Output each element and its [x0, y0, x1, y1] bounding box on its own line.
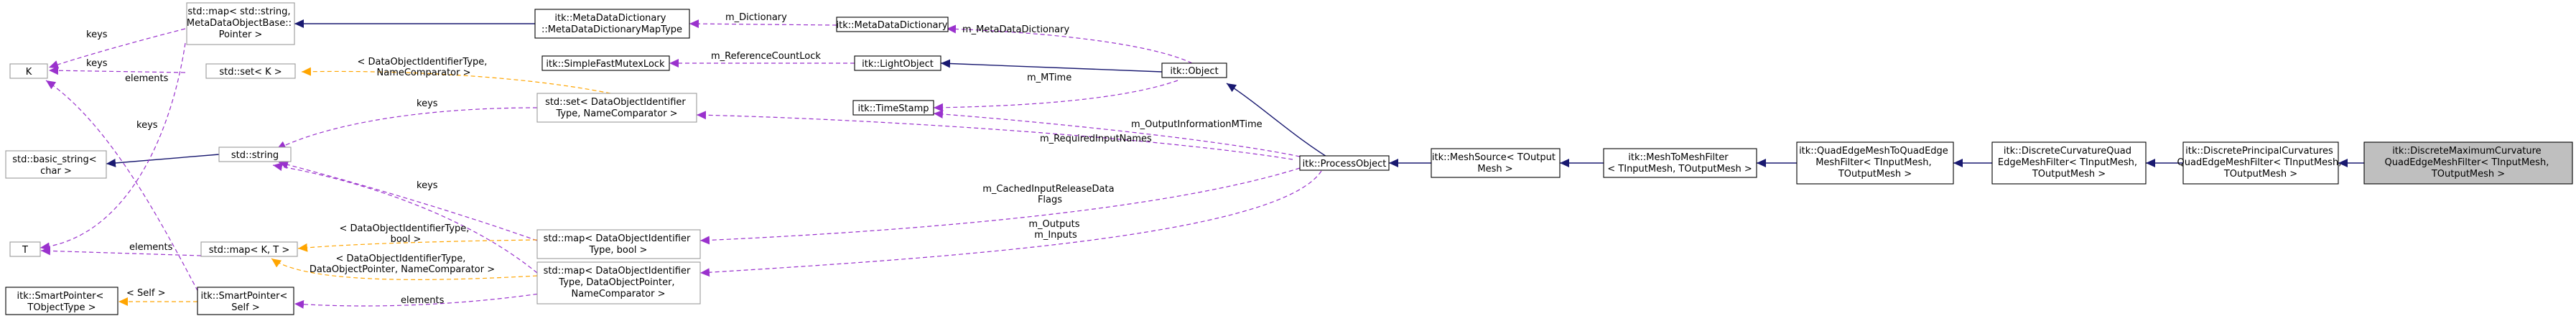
edge-cached-po-to-mapdoibool: [699, 167, 1301, 245]
svg-text:itk::Object: itk::Object: [1170, 66, 1218, 77]
node-meshtomeshfilter[interactable]: itk::MeshToMeshFilter < TInputMesh, TOut…: [1603, 148, 1757, 178]
edge-label-m-dictionary: m_Dictionary: [725, 12, 787, 23]
node-std-map-dataobjectidentifier-pointer[interactable]: std::map< DataObjectIdentifier Type, Dat…: [536, 261, 701, 305]
node-std-string[interactable]: std::string: [218, 147, 292, 162]
edges: [39, 19, 2364, 309]
svg-text:itk::ProcessObject: itk::ProcessObject: [1303, 159, 1387, 169]
edge-label-map-bool-template: < DataObjectIdentifierType, bool >: [339, 223, 472, 245]
node-std-set-k[interactable]: std::set< K >: [205, 63, 296, 79]
svg-text:T: T: [22, 245, 28, 256]
svg-text:std::map< DataObjectIdentifier: std::map< DataObjectIdentifier Type, boo…: [544, 233, 694, 256]
edge-label-m-cachedinputreleasedataflags: m_CachedInputReleaseData Flags: [982, 184, 1117, 205]
node-metadatadictionary-maptype[interactable]: itk::MetaDataDictionary ::MetaDataDictio…: [534, 9, 690, 39]
node-discretemaximumcurvaturequadedgemeshfilter[interactable]: itk::DiscreteMaximumCurvature QuadEdgeMe…: [2363, 141, 2573, 185]
node-std-set-dataobjectidentifier[interactable]: std::set< DataObjectIdentifier Type, Nam…: [536, 93, 697, 123]
svg-text:itk::MeshToMeshFilter: itk::MeshToMeshFilter < TInputMesh, TOut…: [1607, 152, 1752, 175]
edge-dictionary-mdd-to-maptype: [689, 19, 837, 29]
node-smartpointer-self[interactable]: itk::SmartPointer< Self >: [197, 287, 294, 315]
svg-text:itk::DiscretePrincipalCurvatur: itk::DiscretePrincipalCurvatures QuadEdg…: [2177, 146, 2345, 180]
edge-label-elements: elements: [401, 295, 445, 306]
edge-keys-setdoi-to-string: [276, 107, 538, 150]
edge-label-keys: keys: [417, 180, 438, 191]
node-meshsource[interactable]: itk::MeshSource< TOutput Mesh >: [1431, 148, 1561, 178]
edge-label-keys: keys: [86, 29, 108, 40]
edge-label-m-outputinformationmtime: m_OutputInformationMTime: [1131, 119, 1263, 130]
node-object[interactable]: itk::Object: [1161, 62, 1227, 78]
edge-elements-map-string-to-t: [39, 42, 186, 251]
edge-mtime-object-to-timestamp: [933, 80, 1178, 112]
edge-requiredinputs-po-to-setdoi: [696, 111, 1293, 160]
edge-keys-mapdoibool-to-string: [278, 160, 538, 241]
node-smartpointer-tobjecttype[interactable]: itk::SmartPointer< TObjectType >: [5, 287, 118, 315]
edge-elements-mapkt-to-t: [40, 246, 202, 256]
node-quadedgemeshtoquadedgemeshfilter[interactable]: itk::QuadEdgeMeshToQuadEdge MeshFilter< …: [1796, 141, 1954, 185]
node-k[interactable]: K: [9, 63, 48, 79]
edge-label-m-metadatadictionary: m_MetaDataDictionary: [962, 24, 1069, 35]
svg-text:itk::SmartPointer< TOb: itk::SmartPointer< TObjectType >: [17, 291, 107, 313]
node-std-basic-string[interactable]: std::basic_string< char >: [5, 150, 107, 179]
edge-label-keys: keys: [136, 120, 158, 131]
edge-tpl-setdoi-to-setk: [301, 67, 611, 94]
edge-label-m-referencecountlock: m_ReferenceCountLock: [711, 51, 821, 62]
node-metadatadictionary[interactable]: itk::MetaDataDictionary: [836, 17, 949, 32]
edge-elements-mapdoiptr-to-spself: [294, 290, 559, 309]
node-timestamp[interactable]: itk::TimeStamp: [852, 100, 934, 116]
svg-text:itk::SmartPointer< Sel: itk::SmartPointer< Self >: [201, 291, 291, 313]
svg-text:itk::DiscreteMaximumCurvature: itk::DiscreteMaximumCurvature QuadEdgeMe…: [2385, 146, 2552, 180]
node-discreteprincipalcurvaturesquadedgemeshfilter[interactable]: itk::DiscretePrincipalCurvatures QuadEdg…: [2177, 141, 2345, 185]
svg-text:std::map< std::string,: std::map< std::string, MetaDataObjectBas…: [187, 6, 294, 40]
edge-label-m-requiredinputnames: m_RequiredInputNames: [1040, 134, 1152, 144]
node-std-map-string-metadataobjectbase[interactable]: std::map< std::string, MetaDataObjectBas…: [186, 2, 295, 45]
edge-label-self-template: < Self >: [126, 288, 166, 299]
svg-text:std::map< DataObjectIdentifier: std::map< DataObjectIdentifier Type, Dat…: [544, 266, 694, 299]
svg-text:itk::MetaDataDictionary: itk::MetaDataDictionary: [837, 20, 948, 31]
svg-text:itk::SimpleFastMutexLock: itk::SimpleFastMutexLock: [546, 59, 665, 70]
edge-keys-set-to-k: [48, 66, 186, 75]
svg-text:std::map< K, T >: std::map< K, T >: [209, 245, 290, 256]
svg-text:std::string: std::string: [231, 150, 279, 161]
edge-outputinfo-po-to-timestamp: [933, 109, 1301, 157]
edge-label-set-template: < DataObjectIdentifierType, NameComparat…: [357, 57, 490, 78]
svg-text:itk::MetaDataDictionary: itk::MetaDataDictionary ::MetaDataDictio…: [541, 13, 682, 35]
edge-inherit-object-to-lightobject: [940, 59, 1163, 73]
node-discretecurvaturequadedgemeshfilter[interactable]: itk::DiscreteCurvatureQuad EdgeMeshFilte…: [1991, 141, 2147, 185]
edge-label-elements: elements: [125, 73, 169, 84]
svg-text:itk::LightObject: itk::LightObject: [862, 59, 934, 70]
svg-text:itk::MeshSource< TOutput: itk::MeshSource< TOutput Mesh >: [1432, 152, 1558, 175]
svg-text:std::basic_string< cha: std::basic_string< char >: [12, 154, 99, 177]
edge-mdd-object-to-mdd: [946, 24, 1193, 64]
edge-keys-map-string-to-k: [48, 28, 186, 69]
edge-label-m-outputs-m-inputs: m_Outputs m_Inputs: [1028, 219, 1082, 241]
node-lightobject[interactable]: itk::LightObject: [854, 55, 941, 71]
node-simplefastmutexlock[interactable]: itk::SimpleFastMutexLock: [541, 55, 670, 71]
node-std-map-k-t[interactable]: std::map< K, T >: [200, 241, 298, 257]
edge-label-keys: keys: [86, 58, 108, 69]
node-t[interactable]: T: [9, 241, 41, 257]
edge-keys-mapkt-to-k: [45, 80, 202, 298]
edge-label-keys: keys: [417, 98, 438, 109]
svg-text:itk::DiscreteCurvatureQuad: itk::DiscreteCurvatureQuad EdgeMeshFilte…: [1998, 146, 2140, 180]
svg-text:std::set< DataObjectIdentifier: std::set< DataObjectIdentifier Type, Nam…: [545, 97, 689, 119]
edge-keys-mapdoiptr-to-string: [272, 162, 538, 274]
edge-label-elements: elements: [129, 242, 173, 253]
edge-label-map-ptr-template: < DataObjectIdentifierType, DataObjectPo…: [310, 254, 495, 275]
edge-inherit-string-to-basic-string: [106, 154, 220, 167]
nodes: K T std::map< std::string, MetaDataObjec…: [5, 2, 2573, 315]
svg-text:std::set< K >: std::set< K >: [219, 67, 282, 78]
edge-outputs-po-to-mapdoiptr: [699, 170, 1322, 277]
edge-label-m-mtime: m_MTime: [1027, 73, 1071, 83]
edge-tpl-mapdoiptr-to-mapkt: [271, 258, 538, 280]
svg-text:K: K: [26, 67, 32, 78]
svg-text:itk::TimeStamp: itk::TimeStamp: [857, 103, 929, 114]
node-std-map-dataobjectidentifier-bool[interactable]: std::map< DataObjectIdentifier Type, boo…: [536, 229, 701, 259]
node-processobject[interactable]: itk::ProcessObject: [1299, 155, 1390, 171]
edge-tpl-mapdoibool-to-mapkt: [297, 239, 538, 252]
edge-inherit-processobject-to-object: [1226, 83, 1336, 163]
edge-labels: keys keys elements keys < DataObjectIden…: [86, 12, 1263, 306]
svg-text:itk::QuadEdgeMeshToQuadEdge: itk::QuadEdgeMeshToQuadEdge MeshFilter< …: [1799, 146, 1951, 180]
